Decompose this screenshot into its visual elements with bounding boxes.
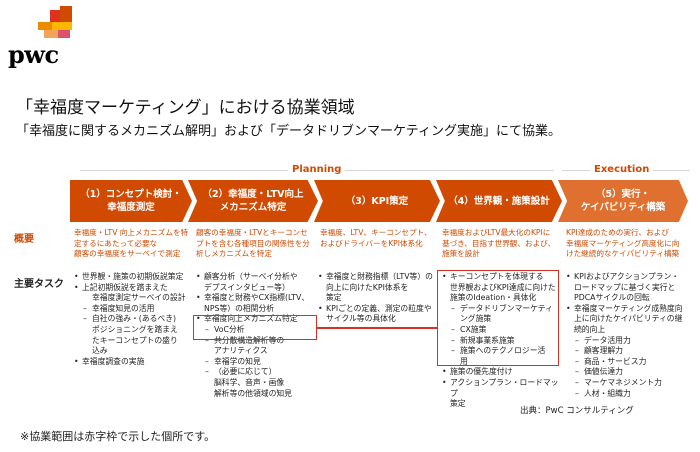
task-item: 幸福度向上メカニズム特定 bbox=[196, 314, 316, 325]
task-item: 幸福度知見の活用 bbox=[74, 304, 190, 315]
step-1: （1）コンセプト検討・幸福度測定 bbox=[70, 180, 192, 222]
task-item: 幸福度と財務指標（LTV等）の bbox=[318, 272, 436, 283]
collaboration-connector bbox=[317, 327, 437, 329]
overview-3: 幸福度、LTV、キーコンセプト、およびドライバーをKPI体系化 bbox=[320, 228, 432, 248]
pwc-logo bbox=[8, 6, 86, 64]
task-item: 施策のIdeation・具体化 bbox=[450, 293, 537, 303]
task-item: KPIおよびアクションプラン・ bbox=[566, 272, 692, 283]
task-item: 幸福度測定サーベイの設計 bbox=[92, 293, 186, 303]
source-credit: 出典：PwC コンサルティング bbox=[520, 406, 634, 416]
task-item: 脳科学、音声・画像 bbox=[214, 377, 285, 387]
task-item: 幸福度調査の実施 bbox=[74, 357, 190, 368]
task-item: 解析等の他領域の知見 bbox=[214, 388, 292, 398]
planning-label: Planning bbox=[288, 164, 346, 175]
task-item: KPIごとの定義、測定の粒度や bbox=[318, 304, 436, 315]
overview-4: 幸福度およびLTV最大化のKPIに基づき、目指す世界観、および、施策を設計 bbox=[442, 228, 556, 258]
task-item: ロードマップに基づく実行と bbox=[574, 282, 676, 292]
task-item: 自社の強み・(あるべき) bbox=[74, 314, 190, 325]
task-item: CX施策 bbox=[442, 325, 560, 336]
step-3: （3）KPI策定 bbox=[314, 180, 440, 222]
task-item: 施策の優先度付け bbox=[442, 367, 560, 378]
task-item: 策定 bbox=[450, 399, 466, 409]
tasks-header: 主要タスク bbox=[14, 279, 64, 290]
task-item: 続的向上 bbox=[574, 324, 606, 334]
task-item: アナリティクス bbox=[214, 346, 268, 356]
task-item: 上記初期仮説を踏まえた bbox=[74, 283, 190, 294]
overview-1: 幸福度・LTV 向上メカニズムを特定するにあたって必要な顧客の幸福度をサーベイで… bbox=[74, 228, 189, 258]
task-item: たキーコンセプトの盛り bbox=[92, 335, 178, 345]
task-item: アクションプラン・ロードマップ bbox=[442, 378, 560, 399]
task-item: （必要に応じて） bbox=[196, 367, 316, 378]
task-item: 幸福学の知見 bbox=[196, 357, 316, 368]
task-item: 幸福度と財務やCX指標(LTV、 bbox=[196, 293, 316, 304]
task-item: サイクル等の具体化 bbox=[326, 314, 396, 324]
task-item: 顧客理解力 bbox=[566, 346, 692, 357]
overview-header: 概要 bbox=[14, 234, 34, 245]
task-item: キーコンセプトを体現する bbox=[442, 272, 560, 283]
collaboration-frame-mechanism bbox=[193, 315, 317, 340]
task-item: 込み bbox=[92, 346, 108, 356]
tasks-column-1: 世界観・施策の初期仮説策定 上記初期仮説を踏まえた 幸福度測定サーベイの設計 幸… bbox=[74, 272, 190, 367]
task-item: ング施策 bbox=[460, 314, 492, 324]
task-item: 施策へのテクノロジー活 bbox=[442, 346, 560, 357]
task-item: データ活用力 bbox=[566, 336, 692, 347]
task-item: 共分散構造解析等の bbox=[196, 336, 316, 347]
task-item: 上に向けたケイパビリティの継 bbox=[574, 314, 683, 324]
task-item: 用 bbox=[460, 356, 468, 366]
task-item: 策定 bbox=[326, 293, 342, 303]
task-item: 幸福度マーケティング成熟度向 bbox=[566, 304, 692, 315]
task-item: 人材・組織力 bbox=[566, 389, 692, 400]
task-item: VoC分析 bbox=[196, 325, 316, 336]
execution-label: Execution bbox=[590, 164, 654, 175]
task-item: ポジショニングを踏まえ bbox=[92, 324, 178, 334]
task-item: 顧客分析（サーベイ分析や bbox=[196, 272, 316, 283]
step-2: （2）幸福度・LTV向上メカニズム特定 bbox=[188, 180, 318, 222]
task-item: PDCAサイクルの回転 bbox=[574, 293, 650, 303]
overview-2: 顧客の幸福度・LTVとキーコンセプトを含む各種項目の関係性を分析しメカニズムを特… bbox=[196, 228, 310, 258]
execution-phase: Execution bbox=[562, 164, 690, 177]
page-title: 「幸福度マーケティング」における協業領域 bbox=[16, 98, 355, 118]
pwc-wordmark: pwc bbox=[8, 40, 59, 69]
task-item: 向上に向けたKPI体系を bbox=[326, 282, 409, 292]
tasks-column-5: KPIおよびアクションプラン・ ロードマップに基づく実行と PDCAサイクルの回… bbox=[566, 272, 692, 399]
tasks-column-3: 幸福度と財務指標（LTV等）の 向上に向けたKPI体系を 策定 KPIごとの定義… bbox=[318, 272, 436, 325]
footnote: ※協業範囲は赤字枠で示した個所です。 bbox=[20, 430, 216, 443]
task-item: 世界観およびKPI達成に向けた bbox=[450, 282, 556, 292]
tasks-column-4: キーコンセプトを体現する 世界観およびKPI達成に向けた 施策のIdeation… bbox=[442, 272, 560, 410]
collaboration-frame-design bbox=[437, 270, 559, 366]
step-5: （5）実行・ケイパビリティ構築 bbox=[558, 180, 688, 222]
task-item: デプスインタビュー等） bbox=[204, 282, 290, 292]
overview-5: KPI達成のための実行、および幸福度マーケティング高度化に向けた継続的なケイパビ… bbox=[566, 228, 680, 258]
step-4: （4）世界観・施策設計 bbox=[436, 180, 562, 222]
task-item: マーケマネジメント力 bbox=[566, 378, 692, 389]
task-item: 価値伝達力 bbox=[566, 367, 692, 378]
tasks-column-2: 顧客分析（サーベイ分析や デプスインタビュー等） 幸福度と財務やCX指標(LTV… bbox=[196, 272, 316, 399]
task-item: 商品・サービス力 bbox=[566, 357, 692, 368]
task-item: データドリブンマーケティ bbox=[442, 304, 560, 315]
page-subtitle: 「幸福度に関するメカニズム解明」および「データドリブンマーケティング実施」にて協… bbox=[16, 124, 561, 139]
task-item: 世界観・施策の初期仮説策定 bbox=[74, 272, 190, 283]
task-item: 新規事業系施策 bbox=[442, 336, 560, 347]
planning-phase: Planning bbox=[80, 164, 554, 177]
task-item: NPS等）の相関分析 bbox=[204, 303, 275, 313]
